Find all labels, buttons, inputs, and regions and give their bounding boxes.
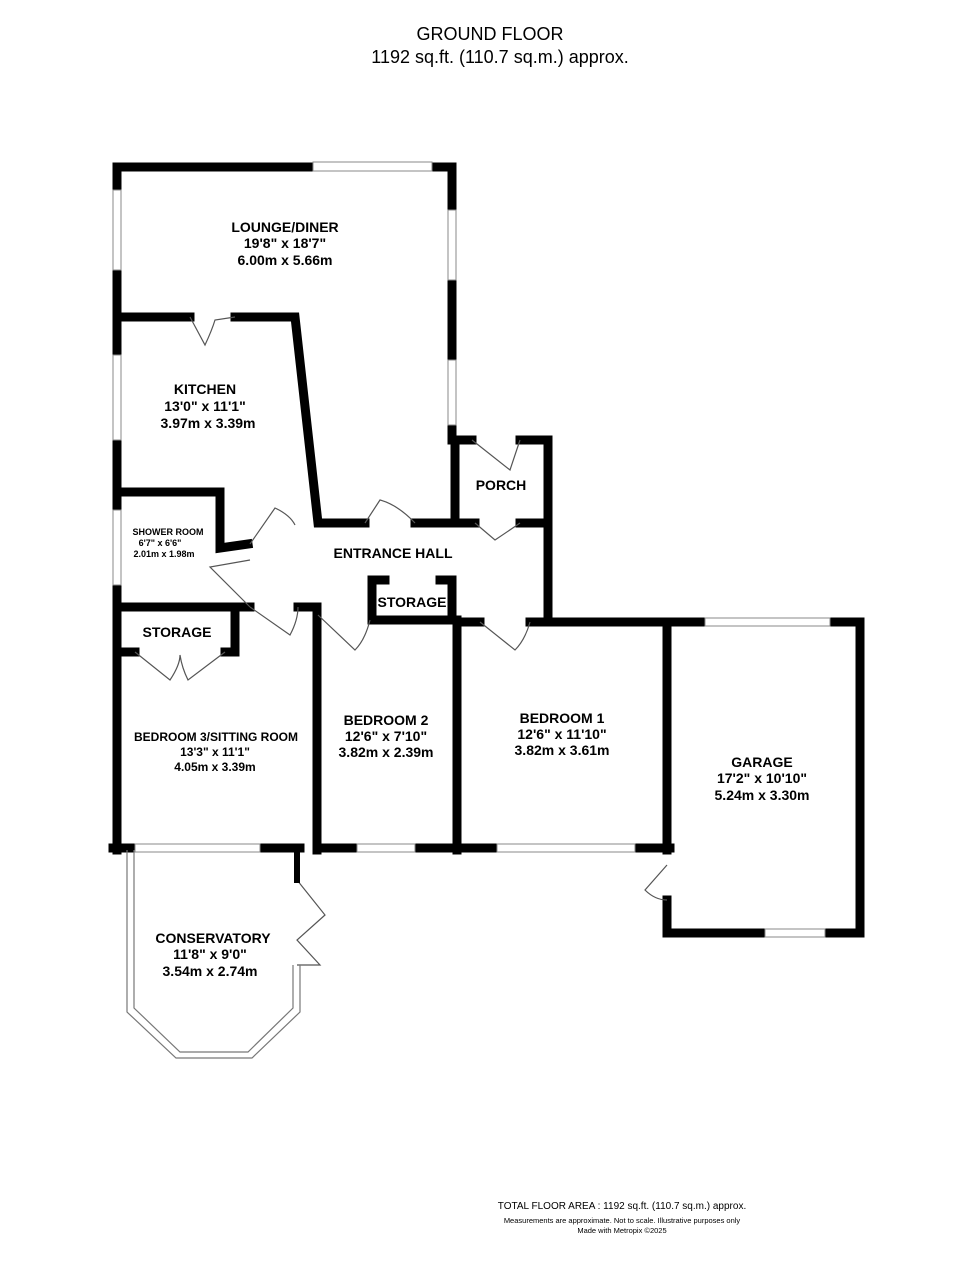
- bedroom2-metric: 3.82m x 2.39m: [339, 744, 434, 760]
- bedroom1-imperial: 12'6" x 11'10": [517, 726, 606, 742]
- room-labels: LOUNGE/DINER 19'8" x 18'7" 6.00m x 5.66m…: [133, 219, 810, 979]
- conservatory-outline: [126, 847, 301, 1059]
- lounge-name: LOUNGE/DINER: [231, 219, 338, 235]
- bedroom2-imperial: 12'6" x 7'10": [345, 728, 427, 744]
- bedroom3-metric: 4.05m x 3.39m: [174, 760, 255, 774]
- porch-name: PORCH: [476, 477, 527, 493]
- shower-imperial: 6'7" x 6'6": [139, 538, 182, 548]
- shower-metric: 2.01m x 1.98m: [133, 549, 194, 559]
- windows: [112, 161, 831, 938]
- bedroom2-name: BEDROOM 2: [344, 712, 429, 728]
- doors: [134, 316, 668, 966]
- kitchen-name: KITCHEN: [174, 381, 236, 397]
- conservatory-metric: 3.54m x 2.74m: [163, 963, 258, 979]
- garage-metric: 5.24m x 3.30m: [715, 787, 810, 803]
- bed3-storage-name: STORAGE: [143, 624, 212, 640]
- conservatory-imperial: 11'8" x 9'0": [173, 946, 247, 962]
- garage-name: GARAGE: [731, 754, 792, 770]
- shower-name: SHOWER ROOM: [133, 527, 204, 537]
- kitchen-imperial: 13'0" x 11'1": [164, 398, 245, 414]
- lounge-metric: 6.00m x 5.66m: [238, 252, 333, 268]
- kitchen-metric: 3.97m x 3.39m: [161, 415, 256, 431]
- garage-imperial: 17'2" x 10'10": [717, 770, 807, 786]
- hall-name: ENTRANCE HALL: [334, 545, 453, 561]
- bedroom1-name: BEDROOM 1: [520, 710, 605, 726]
- bedroom1-metric: 3.82m x 3.61m: [515, 742, 610, 758]
- bedroom3-name: BEDROOM 3/SITTING ROOM: [134, 730, 298, 744]
- credit: Made with Metropix ©2025: [577, 1226, 666, 1235]
- bedroom3-imperial: 13'3" x 11'1": [180, 745, 250, 759]
- total-floor-area: TOTAL FLOOR AREA : 1192 sq.ft. (110.7 sq…: [498, 1201, 746, 1212]
- disclaimer: Measurements are approximate. Not to sca…: [504, 1216, 741, 1225]
- floor-area: 1192 sq.ft. (110.7 sq.m.) approx.: [371, 47, 628, 67]
- hall-storage-name: STORAGE: [378, 594, 447, 610]
- lounge-imperial: 19'8" x 18'7": [244, 235, 326, 251]
- floor-title: GROUND FLOOR: [416, 24, 563, 44]
- conservatory-name: CONSERVATORY: [155, 930, 271, 946]
- walls: [108, 162, 865, 938]
